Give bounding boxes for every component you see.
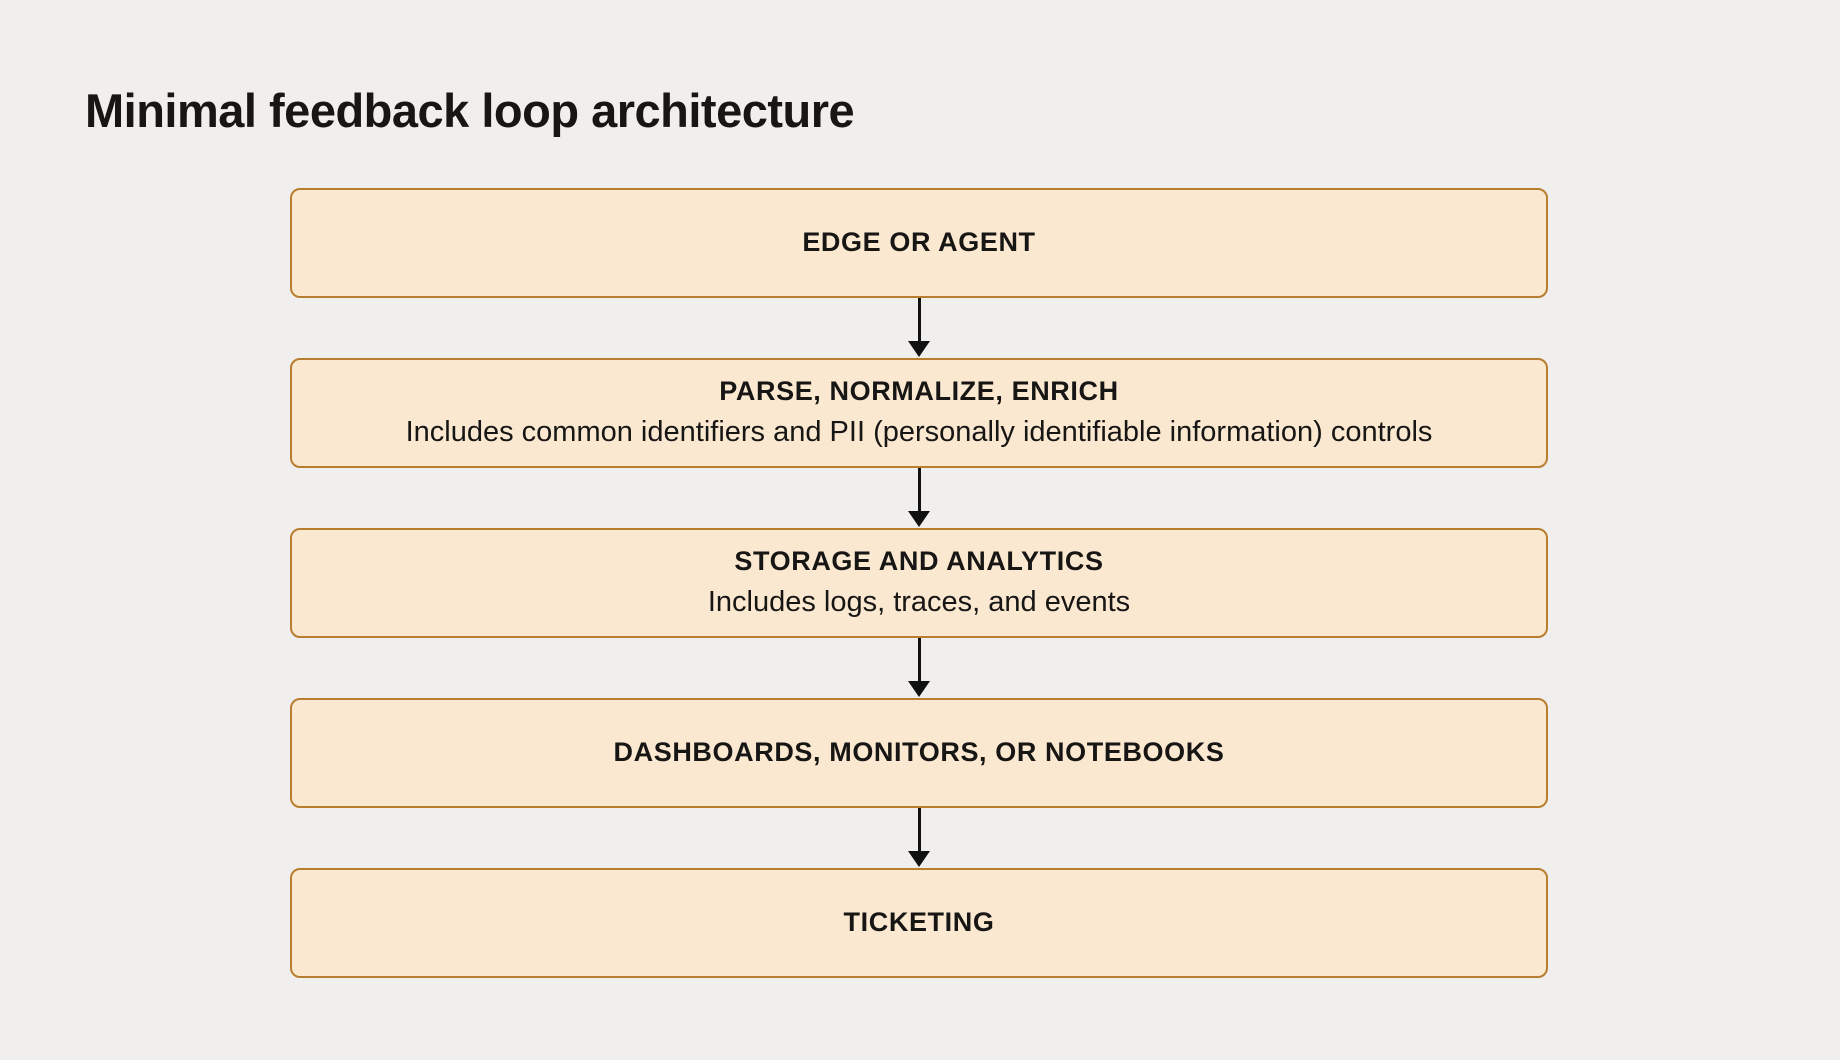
arrow-line: [917, 298, 921, 343]
node-label: EDGE OR AGENT: [802, 227, 1036, 258]
arrow-down-icon: [290, 638, 1548, 698]
arrow-line: [917, 468, 921, 513]
arrow-head: [908, 511, 930, 527]
arrow-line: [917, 808, 921, 853]
arrow-down-icon: [290, 298, 1548, 358]
arrow-head: [908, 851, 930, 867]
node-label: TICKETING: [843, 907, 995, 938]
flow-diagram: EDGE OR AGENT PARSE, NORMALIZE, ENRICH I…: [290, 188, 1548, 978]
page-title: Minimal feedback loop architecture: [85, 84, 855, 137]
flow-node-ticketing: TICKETING: [290, 868, 1548, 978]
node-label: PARSE, NORMALIZE, ENRICH: [719, 375, 1119, 406]
arrow-line: [917, 638, 921, 683]
flow-node-parse-normalize-enrich: PARSE, NORMALIZE, ENRICH Includes common…: [290, 358, 1548, 468]
arrow-head: [908, 681, 930, 697]
node-label: STORAGE AND ANALYTICS: [734, 545, 1104, 576]
node-sublabel: Includes logs, traces, and events: [707, 585, 1131, 618]
flow-node-edge-or-agent: EDGE OR AGENT: [290, 188, 1548, 298]
node-label: DASHBOARDS, MONITORS, OR NOTEBOOKS: [613, 737, 1225, 768]
arrow-down-icon: [290, 468, 1548, 528]
flow-node-dashboards-monitors-notebooks: DASHBOARDS, MONITORS, OR NOTEBOOKS: [290, 698, 1548, 808]
flow-node-storage-and-analytics: STORAGE AND ANALYTICS Includes logs, tra…: [290, 528, 1548, 638]
arrow-head: [908, 341, 930, 357]
arrow-down-icon: [290, 808, 1548, 868]
node-sublabel: Includes common identifiers and PII (per…: [405, 415, 1433, 448]
